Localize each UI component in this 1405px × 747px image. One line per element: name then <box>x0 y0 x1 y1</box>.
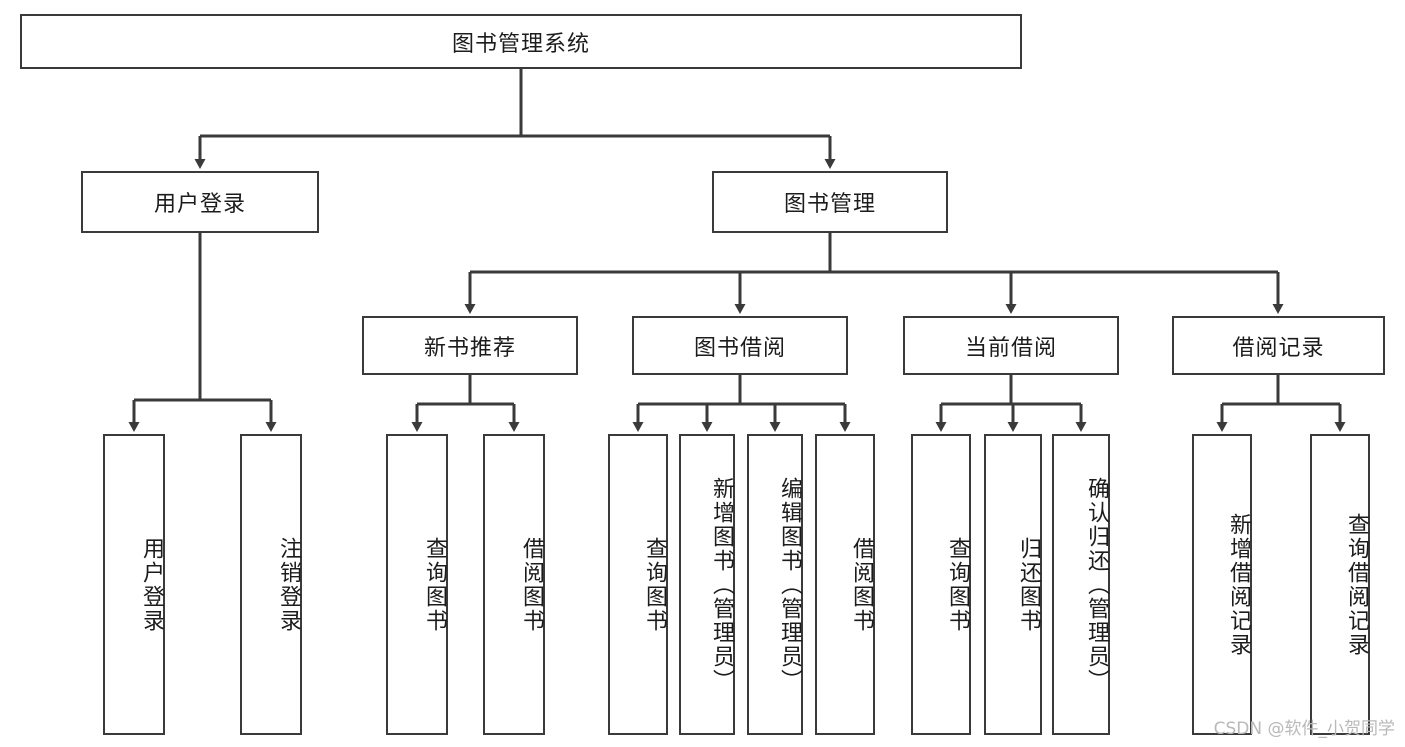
node-leaf-query-book-1[interactable]: 查询图书 <box>386 434 448 735</box>
node-leaf-return-book-label: 归还图书 <box>1016 536 1041 633</box>
node-new-book-rec[interactable]: 新书推荐 <box>362 316 578 375</box>
node-leaf-logout-label: 注销登录 <box>276 536 301 633</box>
node-new-book-rec-label: 新书推荐 <box>423 335 516 361</box>
node-leaf-borrow-book-1-label: 借阅图书 <box>519 536 544 633</box>
node-leaf-add-book-label: 新增图书（管理员） <box>709 476 734 693</box>
node-root[interactable]: 图书管理系统 <box>20 14 1022 69</box>
node-leaf-edit-book[interactable]: 编辑图书（管理员） <box>747 434 803 735</box>
node-leaf-query-book-3-label: 查询图书 <box>945 536 970 633</box>
node-book-manage-label: 图书管理 <box>783 192 876 217</box>
node-leaf-confirm-return[interactable]: 确认归还（管理员） <box>1052 434 1110 735</box>
node-leaf-query-book-2[interactable]: 查询图书 <box>608 434 668 735</box>
node-leaf-logout[interactable]: 注销登录 <box>240 434 302 735</box>
node-leaf-query-book-3[interactable]: 查询图书 <box>911 434 971 735</box>
node-leaf-user-login[interactable]: 用户登录 <box>103 434 165 735</box>
node-leaf-query-record-label: 查询借阅记录 <box>1344 512 1369 657</box>
node-leaf-query-book-1-label: 查询图书 <box>422 536 447 633</box>
node-current-borrow-label: 当前借阅 <box>964 335 1057 361</box>
node-leaf-confirm-return-label: 确认归还（管理员） <box>1084 476 1109 693</box>
node-book-borrow-label: 图书借阅 <box>693 335 786 361</box>
node-leaf-return-book[interactable]: 归还图书 <box>984 434 1042 735</box>
node-leaf-query-record[interactable]: 查询借阅记录 <box>1310 434 1370 735</box>
node-leaf-add-book[interactable]: 新增图书（管理员） <box>679 434 735 735</box>
node-leaf-borrow-book-2[interactable]: 借阅图书 <box>815 434 875 735</box>
node-leaf-edit-book-label: 编辑图书（管理员） <box>777 476 802 693</box>
node-user-login[interactable]: 用户登录 <box>81 171 319 233</box>
node-root-label: 图书管理系统 <box>451 31 590 57</box>
node-book-manage[interactable]: 图书管理 <box>712 171 948 233</box>
node-current-borrow[interactable]: 当前借阅 <box>903 316 1119 375</box>
node-book-borrow[interactable]: 图书借阅 <box>632 316 848 375</box>
node-borrow-record-label: 借阅记录 <box>1232 335 1325 361</box>
node-leaf-user-login-label: 用户登录 <box>139 536 164 633</box>
csdn-watermark: CSDN @软件_小贺同学 <box>1213 719 1395 739</box>
node-leaf-query-book-2-label: 查询图书 <box>642 536 667 633</box>
node-borrow-record[interactable]: 借阅记录 <box>1172 316 1385 375</box>
node-leaf-add-record-label: 新增借阅记录 <box>1226 512 1251 657</box>
node-leaf-add-record[interactable]: 新增借阅记录 <box>1192 434 1252 735</box>
node-leaf-borrow-book-2-label: 借阅图书 <box>849 536 874 633</box>
node-leaf-borrow-book-1[interactable]: 借阅图书 <box>483 434 545 735</box>
node-user-login-label: 用户登录 <box>153 192 246 217</box>
